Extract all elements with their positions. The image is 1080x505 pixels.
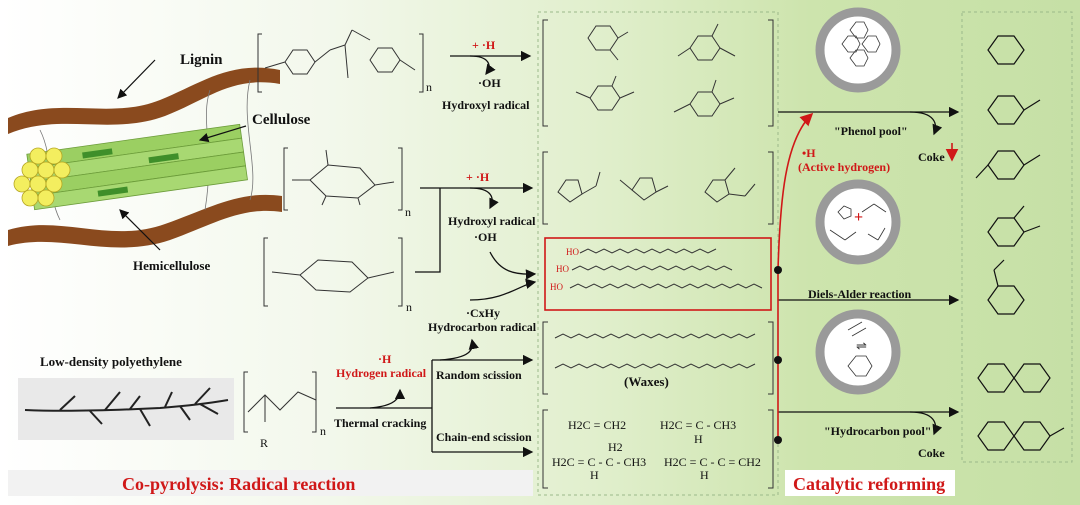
active-hydrogen-label: (Active hydrogen) <box>798 160 891 174</box>
cxhy-radical: ·CxHy <box>466 306 501 320</box>
microfibril-bundle <box>13 147 71 207</box>
plus-h-2: + ·H <box>466 170 490 184</box>
diels-alder-label: Diels-Alder reaction <box>808 287 912 301</box>
h-atom: H <box>700 468 709 482</box>
ethylene: H2C = CH2 <box>568 418 627 432</box>
waxes-label: (Waxes) <box>624 374 669 389</box>
plus-h-1: + ·H <box>472 38 496 52</box>
n-subscript: n <box>406 300 412 314</box>
hydrocarbon-radical-label: Hydrocarbon radical <box>428 320 537 334</box>
hydrocarbon-pool-label: "Hydrocarbon pool" <box>824 424 932 438</box>
ldpe-repeat-unit <box>243 371 317 433</box>
catalyst-spheres <box>815 7 901 395</box>
lignin-structure <box>257 29 424 93</box>
hemicellulose-structure <box>263 237 403 307</box>
butadiene: H2C = C - C = CH2 <box>664 455 761 469</box>
svg-text:+: + <box>854 209 863 226</box>
chain-products <box>554 248 763 369</box>
chain-end-scission-label: Chain-end scission <box>436 430 532 444</box>
propylene: H2C = C - CH3 <box>660 418 737 432</box>
oh-radical-1: ·OH <box>478 76 501 90</box>
footer-left-band <box>8 470 533 496</box>
phenol-products <box>575 23 736 117</box>
ldpe-illustration <box>18 371 317 440</box>
h-atom: H <box>694 432 703 446</box>
hydrogen-radical-label: Hydrogen radical <box>336 366 427 380</box>
active-h-symbol: •H <box>802 146 816 160</box>
ho-label: HO <box>566 247 579 257</box>
footer-copyrolysis: Co-pyrolysis: Radical reaction <box>122 474 356 494</box>
hydroxyl-radical-1: Hydroxyl radical <box>442 98 530 112</box>
n-subscript: n <box>426 80 432 94</box>
furan-products <box>557 167 756 203</box>
coke-label-1: Coke <box>918 150 945 164</box>
oh-radical-2: ·OH <box>474 230 497 244</box>
phenol-pool-label: "Phenol pool" <box>834 124 908 138</box>
n-subscript: n <box>405 205 411 219</box>
cellulose-label: Cellulose <box>252 112 311 128</box>
bark-bottom <box>8 194 282 248</box>
thermal-cracking-label: Thermal cracking <box>334 416 427 430</box>
n-subscript: n <box>320 424 326 438</box>
alcohol-box <box>544 237 772 311</box>
biomass-illustration <box>8 59 282 251</box>
cellulose-fibers <box>26 123 248 211</box>
lignin-label: Lignin <box>180 52 223 68</box>
coke-label-2: Coke <box>918 446 945 460</box>
hemicellulose-merge <box>415 188 441 273</box>
ldpe-label: Low-density polyethylene <box>40 354 182 369</box>
footer-right-band <box>785 470 955 496</box>
aromatics-dashed-box <box>961 11 1073 463</box>
aromatic-products <box>975 35 1065 451</box>
r-group: R <box>260 436 269 450</box>
footer-catalytic-reforming: Catalytic reforming <box>793 474 946 494</box>
random-scission-label: Random scission <box>436 368 522 382</box>
butene: H2C = C - C - CH3 <box>552 455 647 469</box>
hydroxyl-radical-2: Hydroxyl radical <box>448 214 536 228</box>
bark-top <box>8 67 280 134</box>
ho-label: HO <box>550 282 563 292</box>
h2-group: H2 <box>608 440 623 454</box>
hemicellulose-label: Hemicellulose <box>133 258 211 273</box>
cellulose-structure <box>283 147 403 211</box>
active-h-arrow <box>777 112 814 271</box>
svg-text:⇌: ⇌ <box>856 338 867 353</box>
h-atom: H <box>590 468 599 482</box>
ho-label: HO <box>556 264 569 274</box>
h-radical: ·H <box>378 352 392 366</box>
